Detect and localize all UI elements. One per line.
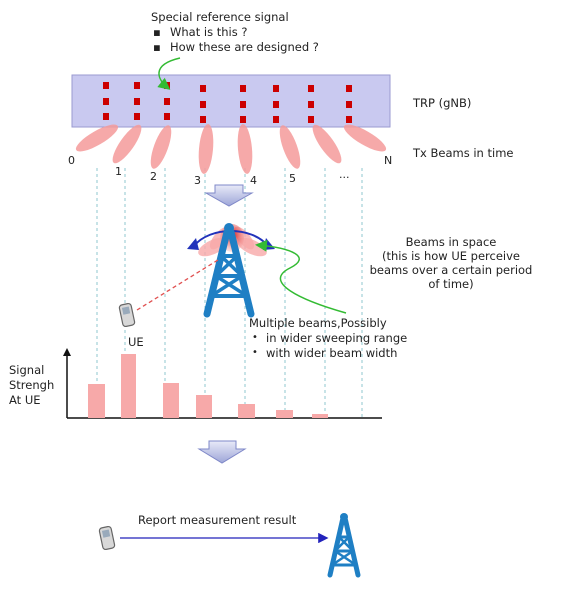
antenna-element — [308, 85, 314, 92]
antenna-element — [240, 101, 246, 108]
tx-beam-2 — [150, 125, 172, 169]
bar-1 — [121, 354, 136, 418]
beam-index-3: 3 — [194, 174, 201, 187]
y-axis-label-line-3: At UE — [9, 393, 41, 407]
ue-link-dashed — [136, 259, 219, 311]
antenna-element — [308, 116, 314, 123]
beam-index-0: 0 — [68, 154, 75, 167]
tx-beam-0 — [75, 124, 119, 152]
multiple-beams-bullet-1: in wider sweeping range — [266, 331, 408, 345]
beam-index-2: 2 — [150, 170, 157, 183]
antenna-element — [200, 116, 206, 123]
beams-in-space-line-4: of time) — [428, 277, 474, 291]
antenna-element — [103, 82, 109, 89]
antenna-element — [346, 85, 352, 92]
chart-bars — [88, 354, 328, 418]
tx-beam-5 — [279, 125, 301, 169]
beams-in-space-line-2: (this is how UE perceive — [381, 249, 521, 263]
beams-in-space-note: Beams in space (this is how UE perceive … — [355, 235, 547, 291]
down-arrow-icon — [204, 184, 254, 207]
beam-index-ellipsis: ... — [339, 168, 350, 181]
callout-arrow — [157, 57, 181, 90]
tx-beams — [75, 124, 387, 174]
antenna-element — [273, 101, 279, 108]
antenna-element — [200, 101, 206, 108]
y-axis-arrowhead — [63, 348, 71, 356]
antenna-element — [164, 113, 170, 120]
multiple-beams-bullet-marker: • — [252, 347, 258, 358]
beam-index-1: 1 — [115, 165, 122, 178]
beam-index-5: 5 — [289, 172, 296, 185]
bar-4 — [238, 404, 255, 418]
ue-phone-icon-2 — [98, 525, 116, 551]
antenna-element — [103, 98, 109, 105]
antenna-element — [273, 85, 279, 92]
multiple-beams-bullet-marker: • — [252, 332, 258, 343]
tx-beam-3 — [198, 124, 214, 174]
ue-phone-icon — [118, 302, 136, 328]
antenna-element — [164, 98, 170, 105]
multiple-beams-bullet-2: with wider beam width — [266, 346, 398, 360]
multiple-beams-arrow — [255, 239, 347, 314]
bar-... — [312, 414, 328, 418]
trp-label: TRP (gNB) — [413, 96, 472, 110]
down-arrow-icon-2 — [197, 440, 247, 464]
bar-2 — [163, 383, 179, 418]
antenna-element — [103, 113, 109, 120]
antenna-element — [346, 101, 352, 108]
multiple-beams-title: Multiple beams,Possibly — [249, 316, 387, 330]
callout-bullet-marker: ▪ — [153, 25, 161, 39]
antenna-element — [308, 101, 314, 108]
sweep-arc-head-left — [187, 238, 199, 250]
tower-icon-2 — [327, 513, 361, 578]
callout-title: Special reference signal — [151, 10, 289, 24]
antenna-element — [240, 85, 246, 92]
tx-beam-4 — [237, 124, 253, 174]
tx-beam-7 — [343, 124, 387, 152]
tx-beams-label: Tx Beams in time — [413, 146, 514, 160]
sweep-arc-head-right — [263, 238, 275, 250]
antenna-element — [134, 82, 140, 89]
ue-label: UE — [128, 335, 144, 349]
trp-panel — [71, 74, 391, 128]
beams-in-space-line-3: beams over a certain period — [369, 263, 533, 277]
beam-index-4: 4 — [250, 174, 257, 187]
tx-beam-1 — [112, 124, 142, 164]
tx-beam-6 — [312, 124, 342, 164]
antenna-element — [273, 116, 279, 123]
y-axis-label-line-1: Signal — [9, 363, 45, 377]
bar-5 — [276, 410, 293, 418]
antenna-element — [134, 98, 140, 105]
report-label: Report measurement result — [138, 513, 297, 527]
antenna-element — [240, 116, 246, 123]
beam-index-n: N — [384, 154, 393, 167]
callout-bullet-1: What is this ? — [170, 25, 248, 39]
antenna-element — [346, 116, 352, 123]
beams-in-space-line-1: Beams in space — [405, 235, 497, 249]
antenna-element — [200, 85, 206, 92]
callout-bullet-2: How these are designed ? — [170, 40, 319, 54]
antenna-element — [134, 113, 140, 120]
bar-0 — [88, 384, 105, 418]
callout-bullet-marker: ▪ — [153, 40, 161, 54]
y-axis-label-line-2: Strengh — [9, 378, 55, 392]
tower-icon — [203, 223, 255, 318]
bar-3 — [196, 395, 212, 418]
